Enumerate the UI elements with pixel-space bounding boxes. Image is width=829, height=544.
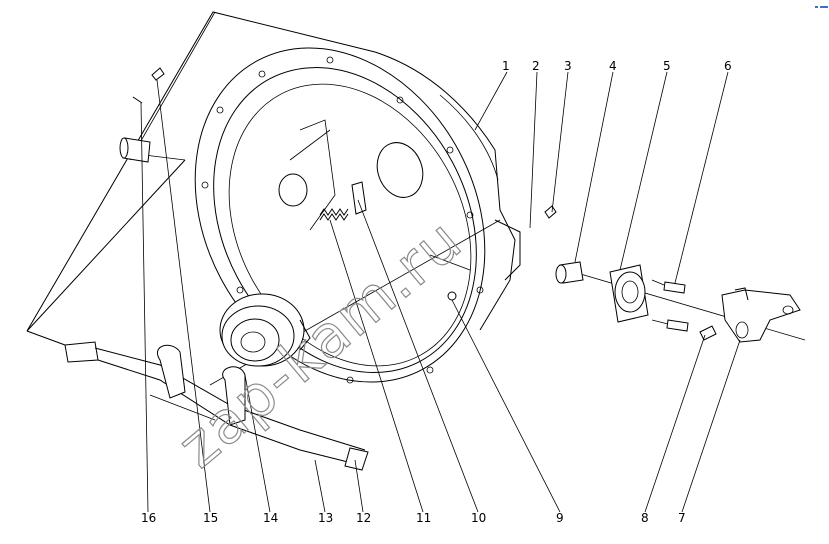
callout-10: 10 [471,511,486,525]
plug [447,291,457,301]
release-lever [721,287,801,343]
release-bearing [219,293,311,367]
callout-9: 9 [556,511,564,525]
callout-11: 11 [416,511,431,525]
flange-bolts [651,279,689,332]
callout-3: 3 [564,59,572,73]
return-spring [319,181,367,221]
callout-16: 16 [141,511,156,525]
callout-12: 12 [356,511,371,525]
callout-14: 14 [263,511,278,525]
bushing [555,261,584,284]
watermark: zap-kam.ru [165,205,475,480]
callout-8: 8 [641,511,649,525]
callout-5: 5 [663,59,671,73]
callout-7: 7 [678,511,686,525]
callout-13: 13 [318,511,333,525]
pin-and-bushing [119,67,165,163]
fork-shaft [64,341,369,471]
leader-lines [140,71,741,513]
small-bolt [544,205,557,219]
callout-labels: 1 2 3 4 5 6 16 15 14 13 12 11 10 9 8 7 [141,59,732,525]
callout-4: 4 [609,59,617,73]
axis-lines [26,11,806,386]
callout-2: 2 [532,59,540,73]
callout-1: 1 [502,59,510,73]
lever-bolt [699,325,717,341]
callout-15: 15 [203,511,218,525]
corner-mark [815,6,828,8]
callout-6: 6 [724,59,732,73]
bearing-flange [609,264,649,323]
